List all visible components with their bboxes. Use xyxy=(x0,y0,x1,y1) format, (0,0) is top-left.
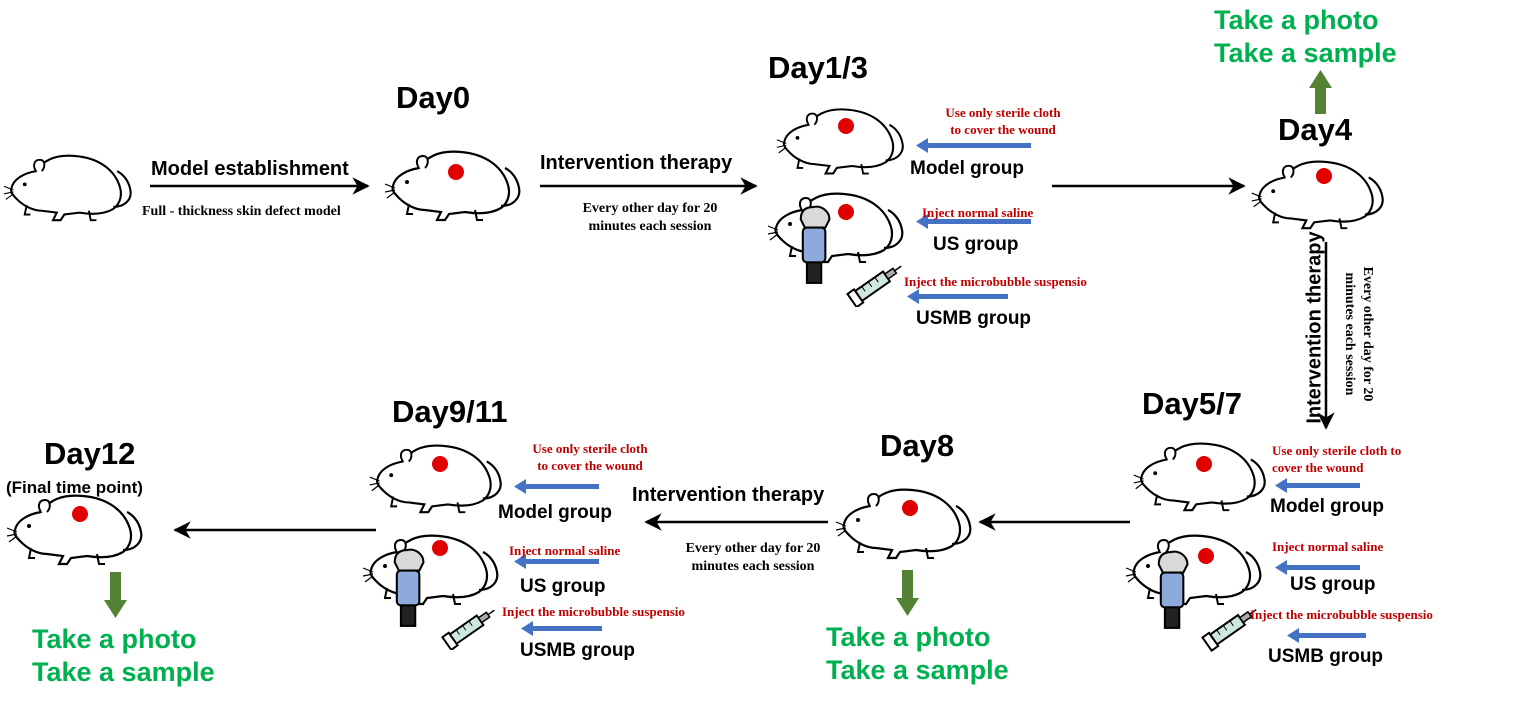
treatment-arrows xyxy=(514,138,1366,643)
day-label-day9-11: Day9/11 xyxy=(392,394,508,429)
skin-defect-model-label: Full - thickness skin defect model xyxy=(142,204,341,219)
day-label-day4: Day4 xyxy=(1278,112,1353,147)
syringe-icon xyxy=(441,606,498,650)
rat-icon xyxy=(4,154,132,222)
us-group-label-day1: US group xyxy=(933,234,1019,255)
model-group-label-day9: Model group xyxy=(498,502,612,523)
intervention-therapy-label-2: Intervention therapy xyxy=(1303,231,1326,424)
treatment-microbubble-day9: Inject the microbubble suspensio xyxy=(502,604,685,619)
intervention-therapy-label-1: Intervention therapy xyxy=(540,152,733,174)
day-label-day12: Day12 xyxy=(44,436,136,471)
syringe-icon xyxy=(846,262,905,307)
rat-icon xyxy=(775,108,904,175)
rat-icon xyxy=(1132,442,1266,512)
usmb-group-label-day1: USMB group xyxy=(916,308,1032,329)
model-establishment-label: Model establishment xyxy=(151,158,349,180)
ultrasound-probe-icon xyxy=(393,548,425,627)
model-group-label-day1: Model group xyxy=(910,158,1024,179)
us-group-label-day9: US group xyxy=(520,576,606,597)
treatment-saline-day5: Inject normal saline xyxy=(1272,539,1384,554)
treatment-microbubble-day1: Inject the microbubble suspensio xyxy=(904,274,1087,289)
action-arrows xyxy=(104,70,1332,618)
rat-icon xyxy=(768,192,904,264)
intervention-therapy-label-3: Intervention therapy xyxy=(632,484,825,506)
treatment-microbubble-day5: Inject the microbubble suspensio xyxy=(1250,607,1433,622)
treatment-saline-day9: Inject normal saline xyxy=(509,543,621,558)
rat-icon xyxy=(1125,534,1262,606)
rat-icon xyxy=(6,494,143,566)
rat-icon xyxy=(1250,160,1384,230)
model-group-label-day5: Model group xyxy=(1270,496,1384,517)
rat-icon xyxy=(362,534,499,606)
usmb-group-label-day5: USMB group xyxy=(1268,646,1384,667)
ultrasound-probe-icon xyxy=(1157,550,1189,629)
us-group-label-day5: US group xyxy=(1290,574,1376,595)
final-time-point-label: (Final time point) xyxy=(6,478,143,497)
treatment-saline-day1: Inject normal saline xyxy=(922,205,1034,220)
day-label-day0: Day0 xyxy=(396,80,471,115)
flow-arrows xyxy=(150,177,1335,539)
ultrasound-probe-icon xyxy=(799,205,831,284)
usmb-group-label-day9: USMB group xyxy=(520,640,636,661)
rat-icon xyxy=(835,488,972,560)
rat-icon xyxy=(385,150,521,222)
day-label-day8: Day8 xyxy=(880,428,955,463)
rat-icon xyxy=(368,444,502,514)
day-label-day1-3: Day1/3 xyxy=(768,50,868,85)
day-label-day5-7: Day5/7 xyxy=(1142,386,1242,421)
